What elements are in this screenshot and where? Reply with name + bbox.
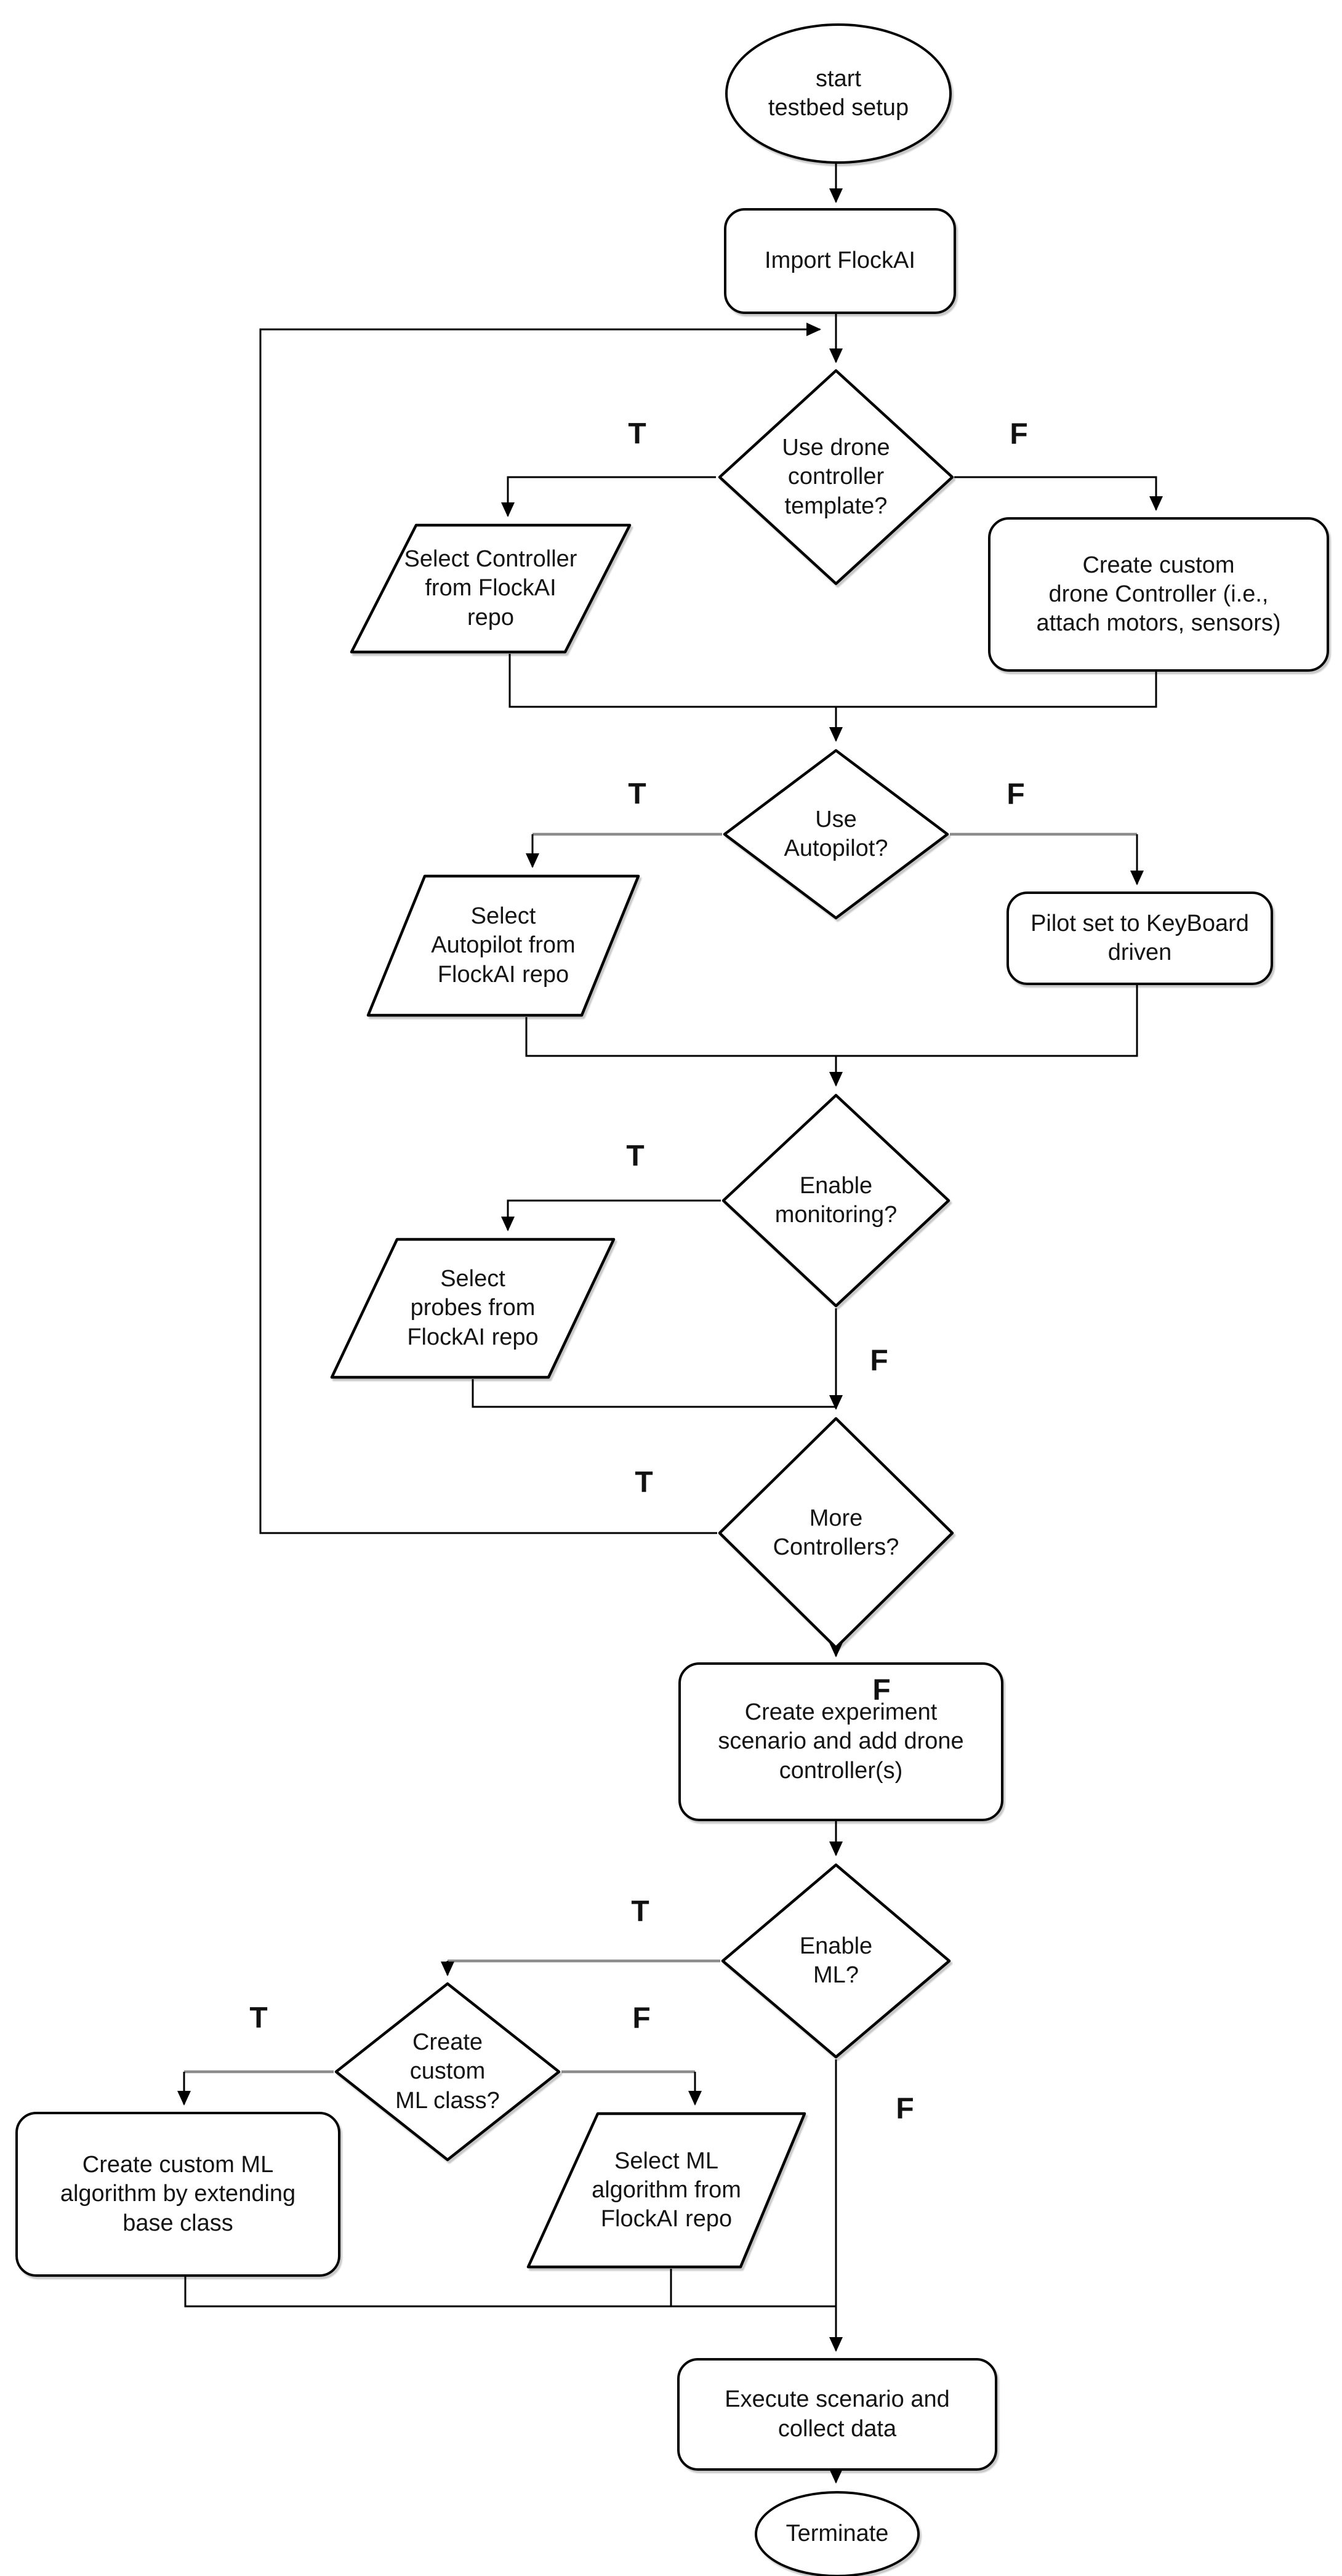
io-select-probes-from-flockai-repo: Select probes from FlockAI repo [330, 1238, 616, 1379]
io-select-probes-from-flockai-repo-label: Select probes from FlockAI repo [407, 1266, 539, 1350]
branch-label-f1: F [1010, 417, 1028, 451]
branch-label-t6: T [249, 2002, 268, 2035]
branch-label-t4: T [635, 1466, 653, 1499]
branch-label-f5: F [896, 2092, 914, 2125]
terminal-start-label: start testbed setup [768, 65, 909, 121]
parallelogram-shape-icon [330, 1238, 616, 1379]
process-execute-scenario-collect-data-label: Execute scenario and collect data [725, 2386, 950, 2442]
branch-label-f4: F [872, 1673, 891, 1707]
parallelogram-shape-icon [526, 2112, 806, 2269]
process-create-custom-drone-controller: Create custom drone Controller (i.e., at… [988, 517, 1329, 672]
diamond-shape-icon [718, 369, 954, 586]
decision-use-autopilot-label: Use Autopilot? [784, 806, 888, 861]
process-create-custom-ml-algorithm-label: Create custom ML algorithm by extending … [60, 2152, 296, 2236]
decision-create-custom-ml-class-label: Create custom ML class? [395, 2029, 500, 2114]
decision-use-drone-controller-template-label: Use drone controller template? [782, 435, 890, 519]
decision-use-drone-controller-template: Use drone controller template? [717, 368, 955, 586]
terminal-terminate-label: Terminate [786, 2521, 889, 2547]
process-create-custom-drone-controller-label: Create custom drone Controller (i.e., at… [1036, 552, 1281, 637]
decision-enable-monitoring-label: Enable monitoring? [774, 1172, 898, 1228]
io-select-controller-from-flockai-repo: Select Controller from FlockAI repo [350, 523, 632, 654]
io-select-autopilot-from-flockai-repo-label: Select Autopilot from FlockAI repo [431, 903, 576, 988]
branch-label-t3: T [626, 1140, 645, 1173]
branch-label-f2: F [1006, 778, 1025, 811]
decision-create-custom-ml-class: Create custom ML class? [334, 1981, 561, 2162]
diamond-shape-icon [721, 1863, 951, 2059]
diamond-shape-icon [723, 749, 949, 920]
decision-more-controllers: More Controllers? [717, 1416, 955, 1650]
diamond-shape-icon [718, 1417, 954, 1649]
branch-label-f6: F [632, 2002, 651, 2035]
decision-use-autopilot: Use Autopilot? [722, 748, 950, 920]
process-pilot-set-to-keyboard-driven-label: Pilot set to KeyBoard driven [1031, 910, 1249, 965]
decision-enable-monitoring: Enable monitoring? [721, 1093, 951, 1308]
io-select-ml-algorithm-from-flockai-repo: Select ML algorithm from FlockAI repo [526, 2112, 806, 2269]
process-create-custom-ml-algorithm: Create custom ML algorithm by extending … [15, 2112, 340, 2277]
parallelogram-shape-icon [366, 874, 640, 1017]
io-select-ml-algorithm-from-flockai-repo-label: Select ML algorithm from FlockAI repo [592, 2147, 741, 2232]
process-pilot-set-to-keyboard-driven: Pilot set to KeyBoard driven [1006, 892, 1273, 985]
terminal-start: start testbed setup [725, 23, 952, 164]
process-import-flockai: Import FlockAI [724, 208, 956, 314]
diamond-shape-icon [334, 1982, 561, 2162]
parallelogram-shape-icon [350, 523, 632, 654]
terminal-terminate: Terminate [755, 2491, 920, 2576]
process-import-flockai-label: Import FlockAI [765, 248, 915, 274]
branch-label-t1: T [628, 417, 646, 451]
decision-more-controllers-label: More Controllers? [773, 1505, 899, 1560]
io-select-controller-from-flockai-repo-label: Select Controller from FlockAI repo [404, 546, 577, 630]
branch-label-t2: T [628, 778, 646, 811]
process-create-experiment-scenario-label: Create experiment scenario and add drone… [718, 1699, 964, 1784]
decision-enable-ml-label: Enable ML? [799, 1933, 873, 1988]
diamond-shape-icon [721, 1093, 950, 1308]
decision-enable-ml: Enable ML? [720, 1862, 952, 2059]
branch-label-t5: T [631, 1895, 649, 1928]
branch-label-f3: F [870, 1344, 888, 1377]
process-create-experiment-scenario: Create experiment scenario and add drone… [678, 1662, 1003, 1821]
io-select-autopilot-from-flockai-repo: Select Autopilot from FlockAI repo [366, 874, 640, 1017]
process-execute-scenario-collect-data: Execute scenario and collect data [677, 2358, 997, 2471]
